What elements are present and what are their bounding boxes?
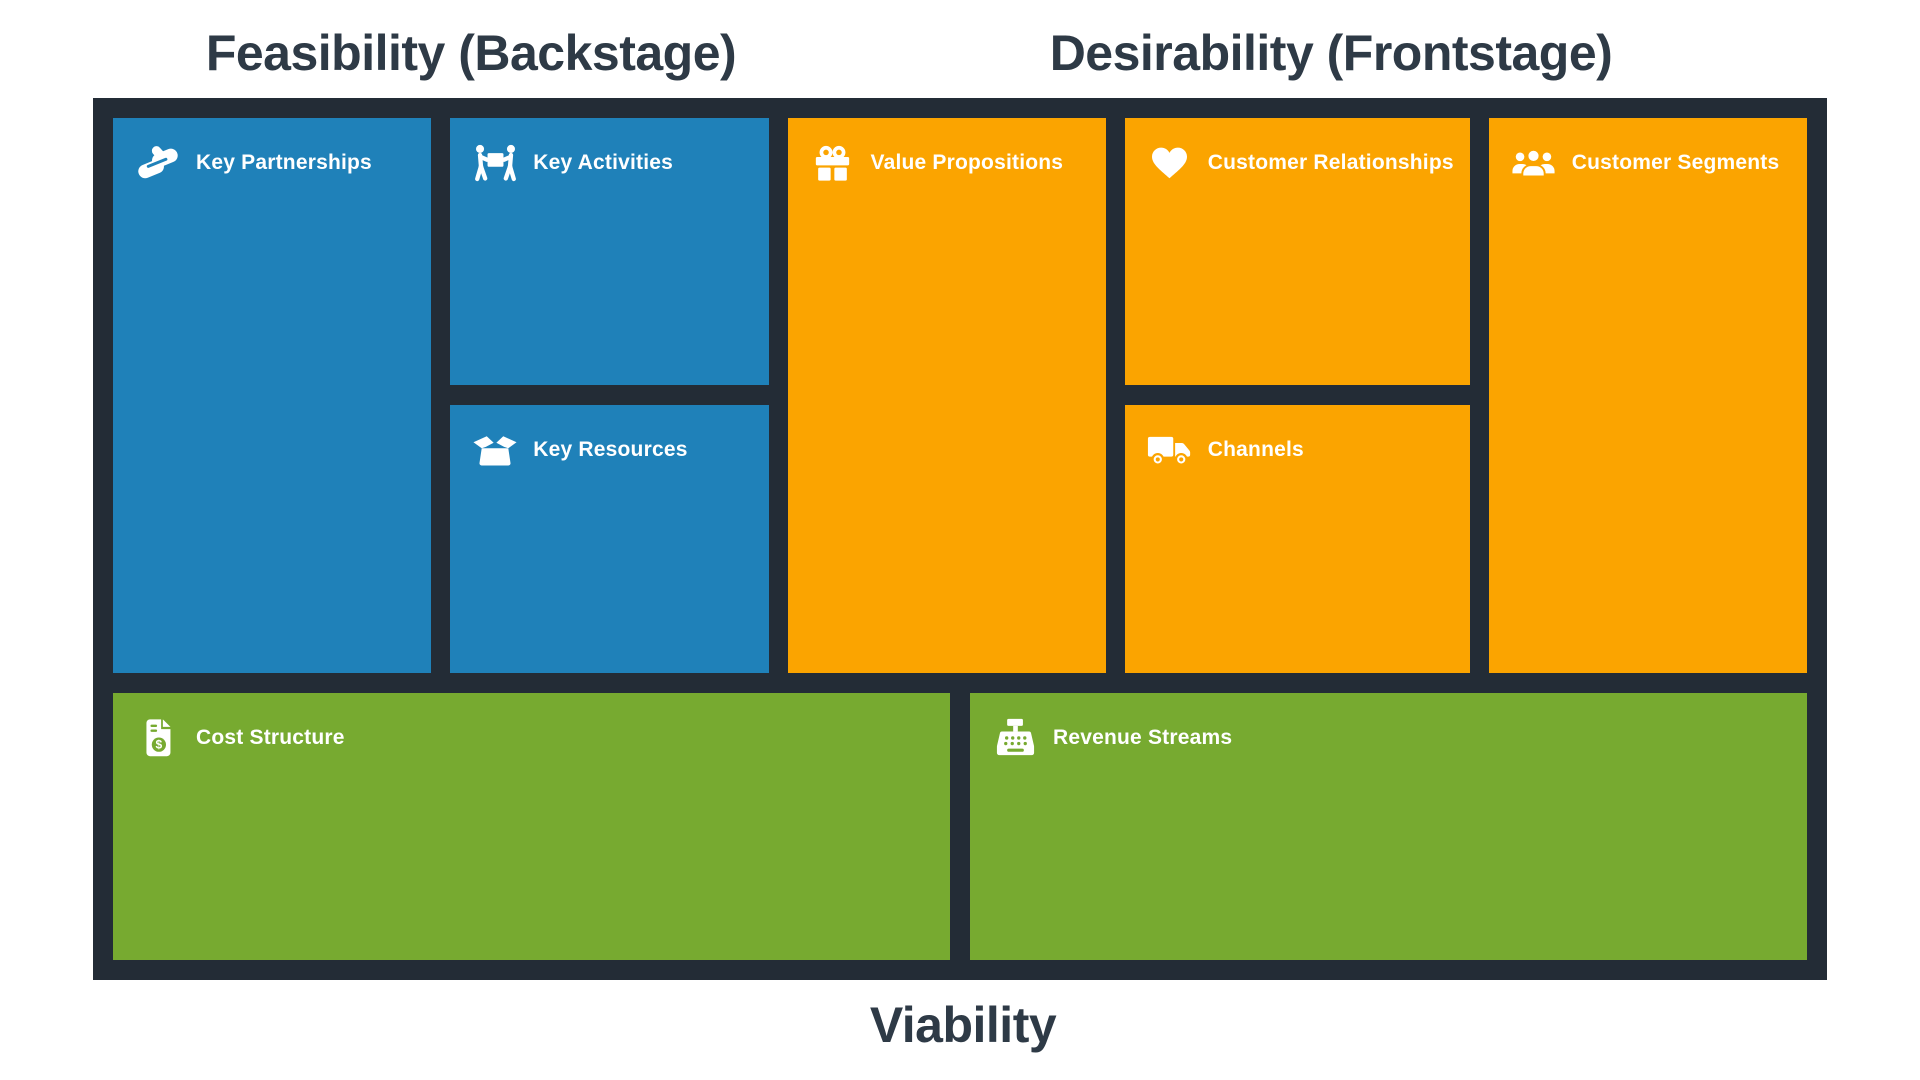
customer-relationships-box: Customer Relationships [1124, 118, 1470, 386]
key-resources-box: Key Resources [450, 405, 769, 673]
box-label: Revenue Streams [1053, 725, 1233, 749]
box-label: Customer Segments [1571, 151, 1780, 174]
desirability-title: Desirability (Frontstage) [1049, 25, 1613, 81]
heart-icon [1147, 142, 1193, 184]
box-header: Channels [1125, 405, 1470, 471]
svg-text:$: $ [156, 737, 163, 751]
viability-row: $ Cost Structure Revenue Streams [113, 692, 1807, 960]
box-header: Customer Relationships [1125, 118, 1470, 184]
canvas-background: Key Partnerships Key Activities Key Reso… [93, 98, 1827, 980]
box-label: Customer Relationships [1207, 151, 1454, 174]
people-carrying-icon [472, 142, 518, 184]
feasibility-title: Feasibility (Backstage) [205, 25, 737, 81]
value-propositions-box: Value Propositions [787, 118, 1106, 673]
box-label: Cost Structure [196, 725, 345, 749]
box-header: Key Activities [450, 118, 768, 184]
box-header: Value Propositions [788, 118, 1106, 184]
box-label: Key Partnerships [196, 151, 372, 174]
box-header: Revenue Streams [970, 693, 1807, 759]
key-activities-box: Key Activities [450, 118, 769, 386]
channels-box: Channels [1124, 405, 1470, 673]
box-header: Key Resources [450, 405, 768, 471]
box-label: Key Resources [533, 438, 688, 462]
handshake-icon [135, 142, 181, 184]
customer-segments-box: Customer Segments [1488, 118, 1807, 673]
cash-register-icon [992, 717, 1038, 759]
box-header: $ Cost Structure [113, 693, 950, 759]
gift-icon [810, 142, 856, 184]
canvas-grid: Key Partnerships Key Activities Key Reso… [113, 118, 1807, 960]
cost-structure-box: $ Cost Structure [113, 692, 950, 960]
invoice-dollar-icon: $ [135, 717, 181, 759]
users-icon [1511, 142, 1557, 184]
box-header: Customer Segments [1489, 118, 1807, 184]
viability-title: Viability [869, 997, 1057, 1053]
open-box-icon [472, 429, 518, 471]
revenue-streams-box: Revenue Streams [970, 692, 1807, 960]
key-partnerships-box: Key Partnerships [113, 118, 432, 673]
box-label: Value Propositions [870, 151, 1064, 174]
box-label: Channels [1207, 438, 1304, 462]
truck-icon [1147, 429, 1193, 471]
box-label: Key Activities [533, 151, 674, 174]
box-header: Key Partnerships [113, 118, 431, 184]
